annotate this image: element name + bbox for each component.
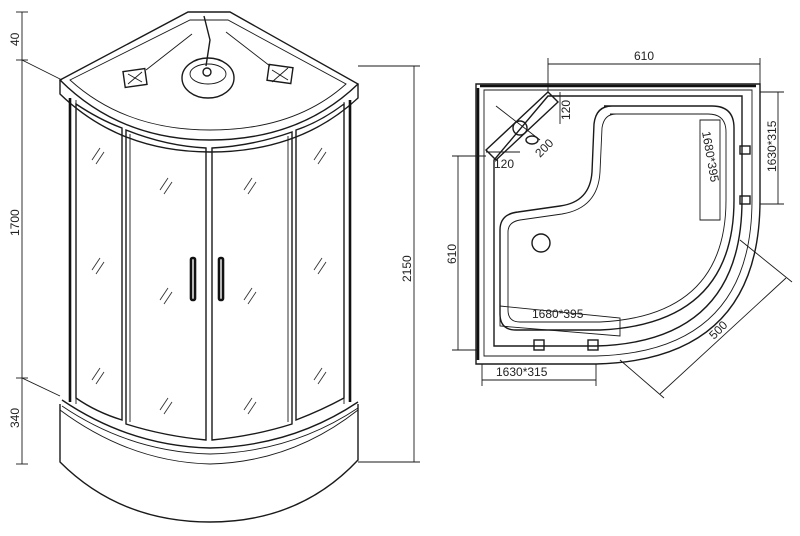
dim-plan-left-width: 610 <box>445 244 459 264</box>
dim-plan-panel-bottom: 1680*395 <box>532 307 584 321</box>
bottom-rail <box>61 399 359 449</box>
dim-plan-inner-top: 120 <box>559 100 573 120</box>
right-door-handle <box>217 256 225 302</box>
rain-shower-head <box>181 57 235 99</box>
dim-top-height: 40 <box>8 32 22 46</box>
shower-tray <box>59 404 359 523</box>
right-sliding-door <box>211 131 293 441</box>
glass-reflections <box>91 147 327 415</box>
plan-basin <box>499 105 735 331</box>
plan-panel-right-seat <box>699 119 721 221</box>
dim-plan-top-width: 610 <box>634 49 654 63</box>
plan-outer-outline <box>475 83 761 365</box>
roof-band <box>59 80 359 153</box>
dim-door-height: 1700 <box>8 209 22 236</box>
shower-hose <box>203 15 211 67</box>
rain-shower-head-inner <box>189 63 227 85</box>
roof-inner <box>69 19 347 131</box>
roof-vent-right <box>266 63 294 85</box>
right-fixed-glass <box>295 102 345 422</box>
dim-plan-radius: 500 <box>706 318 730 342</box>
dim-plan-diagonal: 200 <box>532 136 556 160</box>
hinge-bottom <box>587 339 599 351</box>
hinge-top-right <box>739 145 751 155</box>
plan-panel-bottom-seat <box>499 305 621 337</box>
shower-head-nozzle <box>202 67 212 77</box>
hinge-bottom-left <box>533 339 545 351</box>
dim-plan-inner-left: 120 <box>494 157 514 171</box>
left-sliding-door <box>125 128 207 441</box>
front-view: 40 1700 340 2150 <box>8 11 420 523</box>
hinge-right <box>739 195 751 205</box>
dim-total-height: 2150 <box>400 255 414 282</box>
plan-view: 610 120 120 200 610 1630*315 1630*315 16… <box>445 49 793 399</box>
drain <box>531 233 551 253</box>
dim-plan-glass-bottom: 1630*315 <box>496 365 548 379</box>
mixer-knob <box>512 120 528 136</box>
roof-vent-left <box>122 67 148 89</box>
mixer-outlet <box>525 135 539 145</box>
left-fixed-glass <box>75 102 123 421</box>
dim-plan-panel-top: 1680*395 <box>699 130 722 183</box>
roof-outline <box>58 11 360 141</box>
plan-corner-column <box>484 91 560 161</box>
left-door-handle <box>189 256 197 302</box>
dim-plan-glass-right: 1630*315 <box>765 120 779 172</box>
plan-outer-outline-inner <box>483 89 753 357</box>
plan-tray-inner <box>493 95 743 347</box>
dim-tray-height: 340 <box>8 408 22 428</box>
